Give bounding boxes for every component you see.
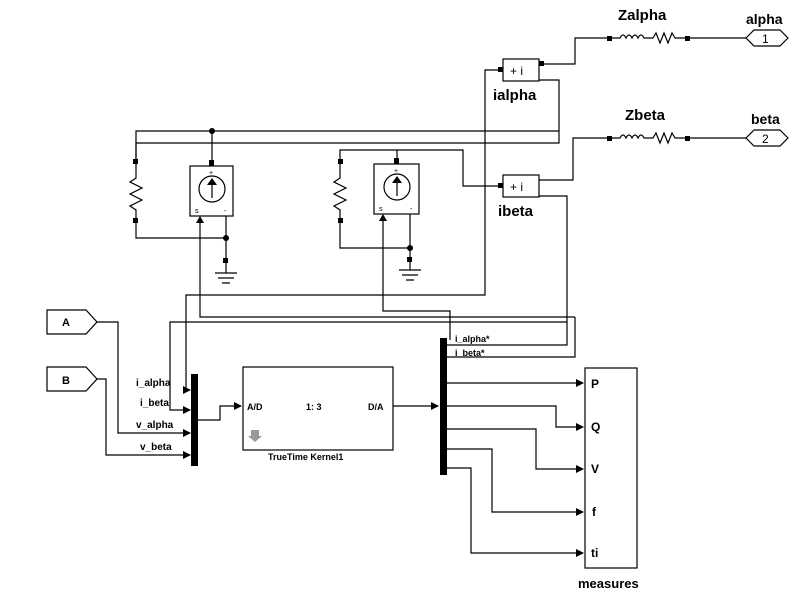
beta-label: beta: [751, 111, 780, 127]
kernel-download-icon: [248, 430, 262, 442]
measures-port-f: f: [592, 505, 597, 519]
kernel-name: TrueTime Kernel1: [268, 452, 343, 462]
alpha-output-port[interactable]: 1: [745, 29, 789, 47]
wire-ialpha-plus: [185, 69, 503, 383]
measures-port-p: P: [591, 377, 599, 391]
wire-demux-to-ti: [447, 467, 584, 557]
svg-text:1: 1: [762, 32, 769, 46]
beta-output-port[interactable]: 2: [745, 129, 789, 147]
svg-text:-: -: [224, 208, 227, 215]
svg-text:+: +: [209, 170, 213, 177]
ialpha-label: ialpha: [493, 87, 537, 104]
ibeta-sum-block[interactable]: + i: [502, 174, 540, 198]
measures-label: measures: [578, 576, 639, 591]
ialpha-sum-block[interactable]: + i: [502, 58, 540, 82]
input-a-port[interactable]: A: [46, 309, 98, 335]
measures-port-v: V: [591, 462, 599, 476]
svg-text:+ i: + i: [510, 180, 523, 194]
wire-left-resistor-top: [135, 130, 559, 159]
demux-label-i-beta: i_beta*: [455, 348, 485, 358]
zbeta-label: Zbeta: [625, 107, 666, 124]
svg-text:A/D: A/D: [247, 402, 263, 412]
wire-middle-source-signal: [382, 221, 451, 340]
wire-b-to-v-beta: [97, 378, 191, 459]
wire-demux-to-f: [447, 448, 584, 516]
svg-text:s: s: [379, 206, 383, 213]
mux-bar[interactable]: [191, 374, 198, 466]
wire-i-alpha-in: [183, 383, 191, 394]
middle-resistor[interactable]: [332, 164, 348, 218]
wire-demux-to-q: [447, 405, 584, 431]
measures-port-ti: ti: [591, 546, 598, 560]
svg-text:-: -: [410, 206, 413, 213]
left-ground-icon: [215, 263, 237, 284]
mux-label-v-beta: v_beta: [140, 442, 172, 453]
svg-text:+: +: [394, 168, 398, 175]
wire-a-to-v-alpha: [97, 321, 191, 437]
mux-label-v-alpha: v_alpha: [136, 420, 174, 431]
wire-demux-to-v: [447, 428, 584, 473]
wire-i-beta-in: [169, 401, 191, 414]
demux-label-i-alpha: i_alpha*: [455, 334, 490, 344]
wire-middle-resistor-bottom: [339, 222, 410, 249]
svg-text:B: B: [62, 375, 70, 387]
zbeta-impedance[interactable]: [607, 131, 690, 145]
left-source-signal-arrow: [196, 216, 204, 223]
input-b-port[interactable]: B: [46, 366, 98, 392]
alpha-label: alpha: [746, 11, 783, 27]
measures-block[interactable]: P Q V f ti: [584, 367, 638, 569]
wire-ibeta-to-zbeta: [539, 137, 607, 181]
demux-bar[interactable]: [440, 338, 447, 475]
svg-text:D/A: D/A: [368, 402, 384, 412]
left-resistor[interactable]: [128, 164, 144, 218]
wire-left-resistor-bottom: [135, 222, 226, 239]
svg-text:s: s: [195, 208, 199, 215]
zalpha-impedance[interactable]: [607, 31, 690, 45]
wire-left-source-signal: [199, 223, 575, 318]
wire-ialpha-to-zalpha: [539, 37, 607, 65]
wire-mux-to-kernel: [198, 402, 242, 421]
svg-text:A: A: [62, 317, 70, 329]
middle-ground-icon: [399, 262, 421, 281]
measures-port-q: Q: [591, 420, 600, 434]
svg-text:1: 3: 1: 3: [306, 402, 322, 412]
wire-ibeta-plus: [339, 149, 503, 187]
wire-demux-i-beta: [447, 317, 576, 358]
middle-source-signal-arrow: [379, 214, 387, 221]
svg-text:+ i: + i: [510, 64, 523, 78]
zalpha-label: Zalpha: [618, 7, 667, 24]
ibeta-label: ibeta: [498, 203, 534, 220]
mux-label-i-alpha: i_alpha: [136, 378, 171, 389]
mux-label-i-beta: i_beta: [140, 398, 169, 409]
truetime-kernel-block[interactable]: A/D 1: 3 D/A: [242, 366, 394, 451]
wire-demux-i-alpha: [447, 322, 568, 346]
left-current-source[interactable]: + s -: [189, 165, 234, 217]
middle-current-source[interactable]: + s -: [373, 163, 420, 215]
svg-text:2: 2: [762, 132, 769, 146]
